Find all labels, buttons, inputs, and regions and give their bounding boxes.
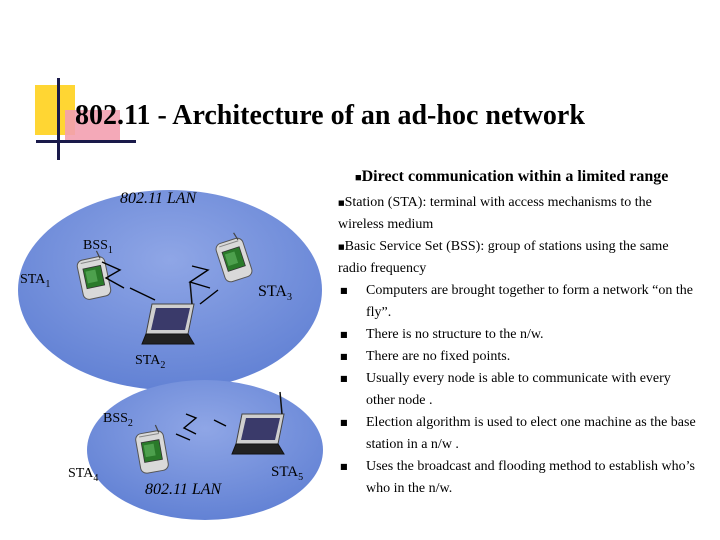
- adhoc-network-diagram: [0, 0, 330, 540]
- square-bullet-icon: ■: [338, 243, 345, 251]
- list-item: ■There are no fixed points.: [338, 346, 698, 368]
- square-bullet-icon: ■: [355, 173, 362, 181]
- heading-line: ■Direct communication within a limited r…: [355, 168, 668, 186]
- lan-label-top: 802.11 LAN: [120, 190, 196, 208]
- station-definition: ■Station (STA): terminal with access mec…: [338, 192, 698, 236]
- square-bullet-icon: ■: [340, 412, 348, 434]
- list-item: ■Uses the broadcast and flooding method …: [338, 456, 698, 500]
- bss-definition: ■Basic Service Set (BSS): group of stati…: [338, 236, 698, 280]
- square-bullet-icon: ■: [340, 280, 348, 302]
- square-bullet-icon: ■: [340, 346, 348, 368]
- square-bullet-icon: ■: [340, 456, 348, 478]
- lan-label-bottom: 802.11 LAN: [145, 481, 221, 499]
- definitions-text: ■Station (STA): terminal with access mec…: [338, 192, 698, 500]
- sta1-label: STA1: [20, 272, 50, 290]
- square-bullet-icon: ■: [340, 324, 348, 346]
- characteristics-list: ■Computers are brought together to form …: [338, 280, 698, 500]
- square-bullet-icon: ■: [340, 368, 348, 390]
- bss2-label: BSS2: [103, 411, 133, 429]
- sta2-label: STA2: [135, 353, 165, 371]
- sta3-label: STA3: [258, 283, 292, 303]
- list-item: ■There is no structure to the n/w.: [338, 324, 698, 346]
- bss1-label: BSS1: [83, 238, 113, 256]
- sta4-label: STA4: [68, 466, 98, 484]
- sta5-label: STA5: [271, 464, 303, 483]
- square-bullet-icon: ■: [338, 199, 345, 207]
- heading-text: Direct communication within a limited ra…: [362, 168, 669, 185]
- list-item: ■Election algorithm is used to elect one…: [338, 412, 698, 456]
- bss2-area: [87, 380, 323, 520]
- list-item: ■Computers are brought together to form …: [338, 280, 698, 324]
- list-item: ■Usually every node is able to communica…: [338, 368, 698, 412]
